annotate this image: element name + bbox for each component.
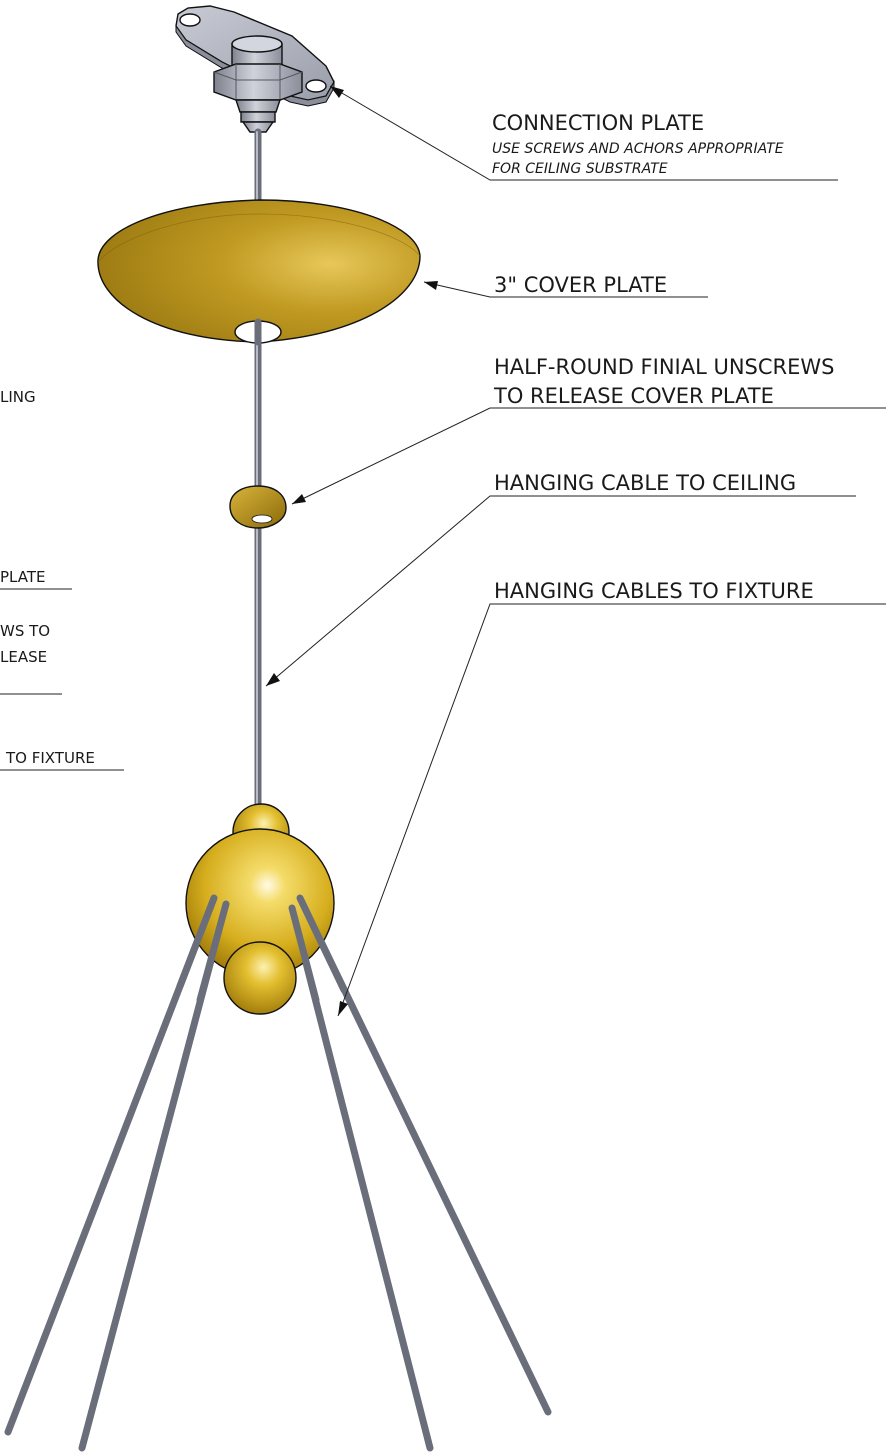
sphere-cluster	[176, 803, 348, 1015]
callout-cable-ceiling: HANGING CABLE TO CEILING	[494, 471, 796, 495]
leader-cables-fixture	[337, 603, 886, 1017]
fragment-to-fixture: TO FIXTURE	[5, 749, 95, 767]
half-round-finial	[229, 485, 287, 529]
leader-finial	[291, 407, 886, 505]
connection-plate-note-2: FOR CEILING SUBSTRATE	[492, 161, 668, 177]
cutoff-labels: LING PLATE WS TO LEASE TO FIXTURE	[0, 388, 124, 771]
callout-cover-plate: 3" COVER PLATE	[494, 273, 667, 297]
cables-fixture-title: HANGING CABLES TO FIXTURE	[494, 579, 814, 603]
screw-hole-icon	[179, 13, 201, 27]
callout-connection-plate: CONNECTION PLATE USE SCREWS AND ACHORS A…	[492, 111, 784, 177]
fragment-plate: PLATE	[0, 568, 45, 586]
bottom-sphere	[223, 941, 297, 1015]
callout-cables-fixture: HANGING CABLES TO FIXTURE	[494, 579, 814, 603]
cover-plate	[97, 199, 421, 346]
fragment-ws-to: WS TO	[0, 622, 50, 640]
cable-ceiling-title: HANGING CABLE TO CEILING	[494, 471, 796, 495]
finial-line-2: TO RELEASE COVER PLATE	[493, 384, 774, 408]
screw-hole-icon	[305, 79, 327, 93]
finial-line-1: HALF-ROUND FINIAL UNSCREWS	[494, 355, 835, 379]
callout-finial: HALF-ROUND FINIAL UNSCREWS TO RELEASE CO…	[493, 355, 835, 408]
fragment-lease: LEASE	[0, 648, 47, 666]
leader-connection-plate	[329, 85, 838, 181]
hex-nut	[213, 63, 303, 101]
cover-plate-title: 3" COVER PLATE	[494, 273, 667, 297]
leader-cable-ceiling	[265, 495, 856, 687]
fragment-ling: LING	[0, 388, 36, 406]
cable-gripper	[235, 99, 281, 133]
leader-cover-plate	[423, 281, 708, 298]
connection-plate-note-1: USE SCREWS AND ACHORS APPROPRIATE	[492, 141, 784, 157]
connection-plate-title: CONNECTION PLATE	[492, 111, 704, 135]
